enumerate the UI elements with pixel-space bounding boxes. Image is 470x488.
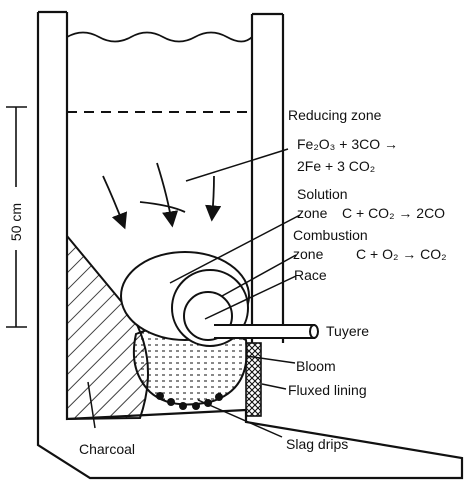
fluxed-lining-label: Fluxed lining <box>288 382 367 398</box>
solution-equation: C + CO₂ → 2CO <box>342 205 445 221</box>
gas-flow-arrows <box>102 162 222 230</box>
solution-zone-label-line1: Solution <box>297 186 348 202</box>
charge-surface <box>66 31 253 43</box>
slag-drips-label: Slag drips <box>286 436 348 452</box>
tuyere-label: Tuyere <box>326 323 369 339</box>
charcoal-region <box>66 233 149 421</box>
reducing-zone-label: Reducing zone <box>288 107 382 123</box>
combustion-equation: C + O₂ → CO₂ <box>356 246 447 262</box>
reducing-equation-line1: Fe₂O₃ + 3CO → <box>297 136 398 152</box>
race-label: Race <box>294 267 327 283</box>
charcoal-label: Charcoal <box>79 441 135 457</box>
furnace-walls <box>36 10 464 480</box>
leader-lines <box>87 148 301 438</box>
solution-zone-label-line2: zone <box>297 205 328 221</box>
fluxed-lining <box>245 342 262 417</box>
dimension-marker <box>6 106 27 328</box>
combustion-zone-label-line2: zone <box>293 246 324 262</box>
reducing-equation-line2: 2Fe + 3 CO₂ <box>297 158 375 174</box>
combustion-zone-label-line1: Combustion <box>293 227 368 243</box>
tuyere-pipe <box>214 324 319 339</box>
bloom-label: Bloom <box>296 358 336 374</box>
dimension-label: 50 cm <box>8 203 24 241</box>
